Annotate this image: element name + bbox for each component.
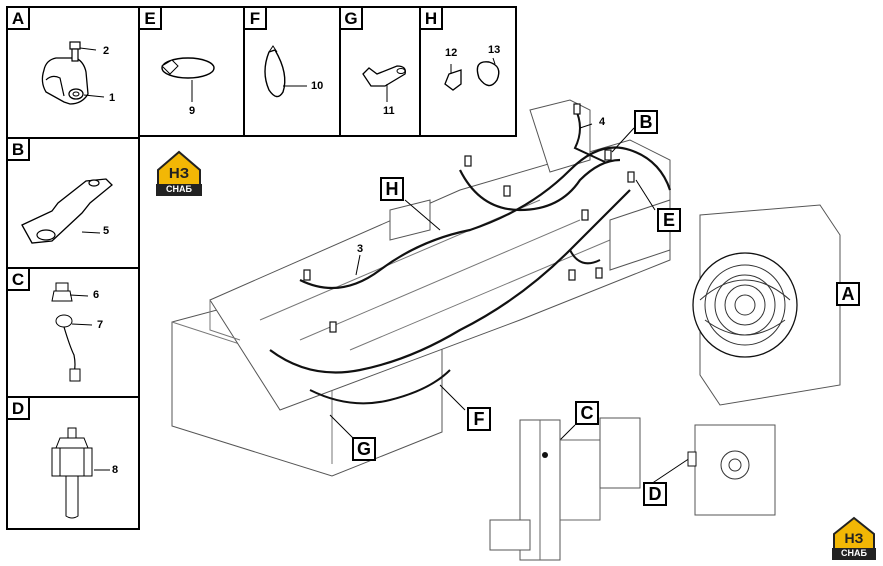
panel-a-letter: A <box>8 8 30 30</box>
callout-e: E <box>657 208 681 232</box>
callout-d: D <box>643 482 667 506</box>
clip-set-drawing <box>444 57 500 91</box>
panel-b-letter: B <box>8 139 30 161</box>
panel-d: D 8 <box>6 396 140 530</box>
brand-logo-top-text: НЗ <box>168 165 190 182</box>
callout-a: A <box>836 282 860 306</box>
callout-g: G <box>352 437 376 461</box>
callout-c: C <box>575 401 599 425</box>
panel-h-letter: H <box>421 8 443 30</box>
panel-e: E 9 <box>138 6 245 137</box>
part-number-7: 7 <box>97 319 104 331</box>
p-clip-drawing <box>362 65 406 102</box>
panel-g: G 11 <box>339 6 421 137</box>
part-number-10: 10 <box>311 80 324 92</box>
bracket-clamp-drawing <box>41 41 105 105</box>
panel-h: H 12 13 <box>419 6 517 137</box>
brand-logo-bottom-text: СНАБ <box>166 184 192 194</box>
part-number-5: 5 <box>103 225 110 237</box>
brand-logo-corner: НЗ СНАБ <box>828 514 880 562</box>
part-number-11: 11 <box>383 105 395 117</box>
part-number-12: 12 <box>445 47 458 59</box>
panel-c-letter: C <box>8 269 30 291</box>
callout-f: F <box>467 407 491 431</box>
part-number-2: 2 <box>103 45 110 57</box>
part-number-9: 9 <box>189 105 196 117</box>
brand-logo-corner-bottom-text: СНАБ <box>841 548 867 558</box>
cable-clamp-drawing <box>161 57 215 102</box>
part-number-6: 6 <box>93 289 100 301</box>
brand-logo: НЗ СНАБ <box>150 148 208 198</box>
cable-tie-drawing <box>264 45 307 98</box>
panel-a: A 2 1 <box>6 6 140 139</box>
panel-c: C 6 7 <box>6 267 140 398</box>
callout-h: H <box>380 177 404 201</box>
panel-d-letter: D <box>8 398 30 420</box>
panel-g-letter: G <box>341 8 363 30</box>
part-number-8: 8 <box>112 464 119 476</box>
callout-b: B <box>634 110 658 134</box>
part-number-4: 4 <box>599 116 606 128</box>
panel-f-letter: F <box>245 8 267 30</box>
sensor-connector-drawing <box>51 282 93 382</box>
part-number-13: 13 <box>488 44 501 56</box>
mounting-plate-drawing <box>21 178 113 244</box>
panel-b: B 5 <box>6 137 140 269</box>
panel-e-letter: E <box>140 8 162 30</box>
temperature-sensor-drawing <box>51 427 110 519</box>
part-number-1: 1 <box>109 92 116 104</box>
panel-f: F 10 <box>243 6 341 137</box>
brand-logo-corner-top-text: НЗ <box>844 530 864 546</box>
part-number-3: 3 <box>357 243 364 255</box>
